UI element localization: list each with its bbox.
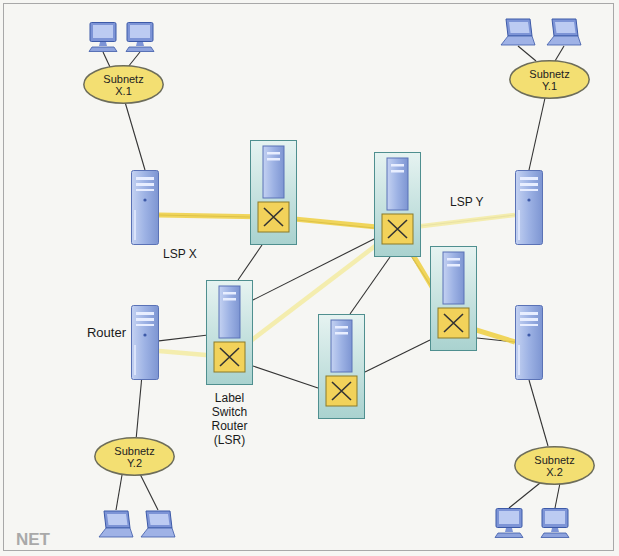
- oval-shape: [84, 66, 163, 103]
- subnet-oval: Subnetz Y.1: [509, 60, 590, 99]
- link-line: [518, 46, 536, 61]
- path-label: LSP Y: [450, 195, 484, 209]
- link-line: [555, 46, 564, 61]
- laptop-icon: [99, 511, 133, 537]
- link-line: [253, 366, 318, 388]
- watermark: NET: [16, 530, 50, 550]
- link-line: [136, 380, 141, 437]
- computer-icon: [541, 509, 569, 538]
- subnet-label: Subnetz Y.1: [523, 68, 577, 92]
- computer-icon: [89, 23, 117, 52]
- link-line: [350, 257, 390, 314]
- link-line: [529, 380, 548, 446]
- link-line: [238, 245, 262, 280]
- subnet-oval: Subnetz X.2: [514, 446, 595, 485]
- router-icon: [132, 306, 159, 380]
- link-line: [125, 102, 145, 170]
- laptop-icon: [547, 19, 581, 45]
- link-line: [116, 475, 122, 510]
- link-line: [529, 98, 545, 170]
- link-line: [103, 52, 110, 67]
- oval-shape: [95, 438, 174, 475]
- lsr-node: Label Switch Router (LSR): [206, 280, 253, 385]
- link-lines: [103, 46, 564, 510]
- lsr-icon: [431, 247, 477, 351]
- link-line: [555, 483, 560, 508]
- computer-icon: [126, 23, 154, 52]
- laptop-icon: [501, 19, 535, 45]
- link-line: [159, 335, 206, 341]
- subnet-label: Subnetz X.2: [528, 454, 582, 478]
- subnet-oval: Subnetz X.1: [83, 65, 164, 104]
- oval-shape: [515, 447, 594, 484]
- path-label: LSP X: [163, 247, 197, 261]
- lsr-icon: [375, 153, 421, 257]
- lsr-label: Label Switch Router (LSR): [200, 391, 260, 447]
- link-line: [509, 483, 540, 508]
- laptop-icon: [141, 511, 175, 537]
- router-icon: [516, 306, 543, 380]
- lsr-icon: [319, 315, 365, 419]
- subnet-label: Subnetz Y.2: [108, 445, 162, 469]
- router-node: Router: [131, 305, 159, 380]
- lsr-icon: [207, 281, 253, 385]
- link-line: [140, 474, 158, 510]
- link-line: [128, 52, 140, 67]
- computer-icon: [495, 509, 523, 538]
- oval-shape: [510, 61, 589, 98]
- subnet-oval: Subnetz Y.2: [94, 437, 175, 476]
- subnet-label: Subnetz X.1: [97, 73, 151, 97]
- router-label: Router: [87, 325, 126, 340]
- router-icon: [516, 171, 543, 245]
- link-line: [365, 340, 430, 372]
- router-icon: [132, 171, 159, 245]
- lsr-icon: [251, 141, 297, 245]
